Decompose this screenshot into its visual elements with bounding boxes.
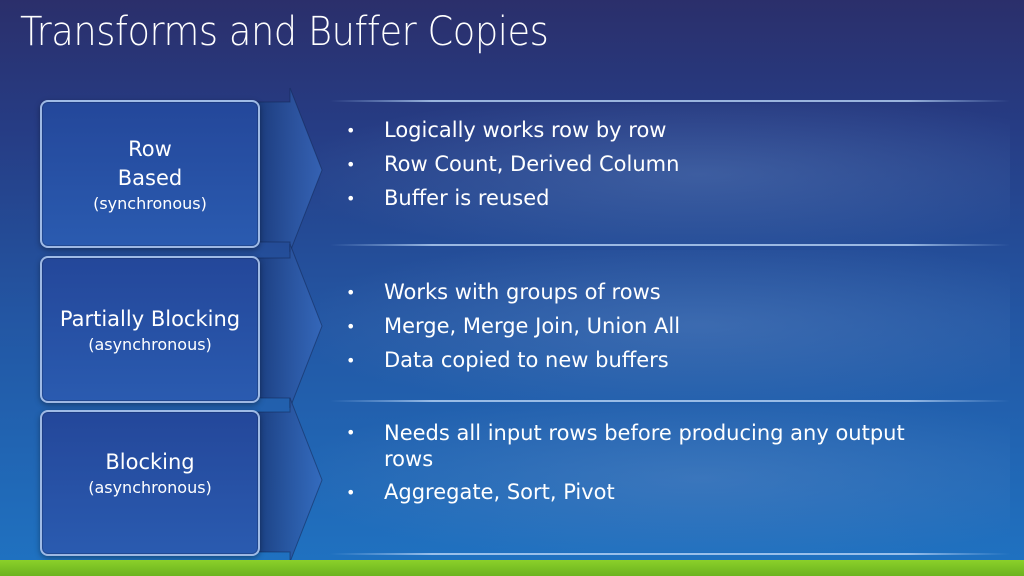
row-based-bullets: •Logically works row by row •Row Count, … <box>340 117 940 219</box>
partially-blocking-bullets: •Works with groups of rows •Merge, Merge… <box>340 279 940 381</box>
separator-line-1 <box>330 100 1010 102</box>
bullet-dot-icon: • <box>346 189 356 208</box>
bullet-item: •Row Count, Derived Column <box>346 152 680 176</box>
bullet-dot-icon: • <box>346 155 356 174</box>
row-based-label: Row Based <box>117 136 183 190</box>
blocking-mode: (asynchronous) <box>88 478 212 497</box>
bullet-item: •Merge, Merge Join, Union All <box>346 314 681 338</box>
blocking-label: Blocking <box>105 450 195 474</box>
partially-blocking-mode: (asynchronous) <box>88 334 212 354</box>
bullet-item: •Buffer is reused <box>346 186 550 210</box>
bullet-dot-icon: • <box>346 121 356 140</box>
bullet-item: •Aggregate, Sort, Pivot <box>346 480 615 504</box>
partially-blocking-box: Partially Blocking (asynchronous) <box>40 256 260 403</box>
content-glow-3 <box>320 404 1010 552</box>
row-based-mode: (synchronous) <box>93 193 207 213</box>
bullet-dot-icon: • <box>346 423 356 442</box>
content-glow-1 <box>320 104 1010 244</box>
bullet-item: •Data copied to new buffers <box>346 348 669 372</box>
chevron-1 <box>255 87 323 253</box>
separator-line-4 <box>330 553 1010 555</box>
separator-line-3 <box>330 400 1010 402</box>
bullet-dot-icon: • <box>346 483 356 502</box>
chevron-2 <box>255 243 323 409</box>
bullet-item: •Works with groups of rows <box>346 280 661 304</box>
bullet-dot-icon: • <box>346 351 356 370</box>
content-glow-2 <box>320 250 1010 400</box>
bullet-item: •Needs all input rows before producing a… <box>346 421 905 471</box>
chevron-3 <box>255 397 323 563</box>
slide-title: Transforms and Buffer Copies <box>20 9 549 55</box>
blocking-bullets: •Needs all input rows before producing a… <box>340 420 940 513</box>
separator-line-2 <box>330 244 1010 246</box>
bullet-dot-icon: • <box>346 317 356 336</box>
row-based-box: Row Based (synchronous) <box>40 100 260 248</box>
partially-blocking-label: Partially Blocking <box>59 306 241 331</box>
bullet-dot-icon: • <box>346 283 356 302</box>
bullet-item: •Logically works row by row <box>346 118 667 142</box>
footer-accent-band <box>0 560 1024 576</box>
blocking-box: Blocking (asynchronous) <box>40 410 260 556</box>
